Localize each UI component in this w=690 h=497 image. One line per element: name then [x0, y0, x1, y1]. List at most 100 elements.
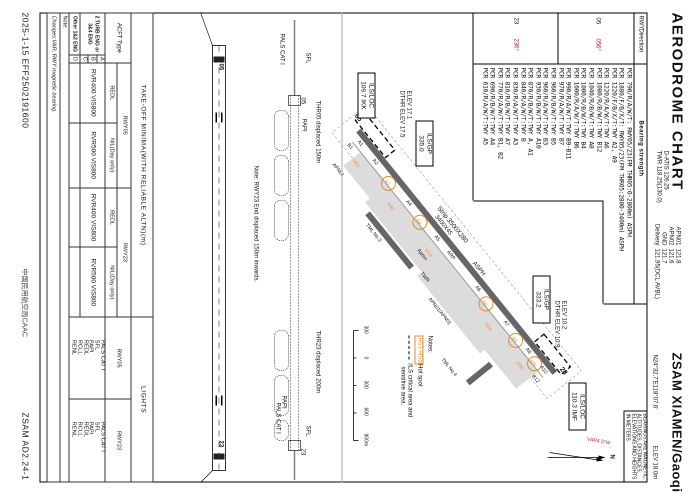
tml4-label: TML No.4 — [439, 357, 457, 378]
ils-gp-05-box: ILS/GP 335.0 — [415, 120, 433, 166]
empty-cell — [68, 122, 80, 188]
changes-row: Changes:VAR, RWY magnetic bearing. — [46, 12, 60, 482]
ils-loc-05-value: 109.7 IKK — [359, 80, 366, 110]
ils-loc-05-box: ILS/LOC 109.7 IKK — [357, 72, 375, 118]
taxiway-label: B1 — [345, 142, 354, 151]
acft-cat-a: A — [96, 54, 105, 63]
taxiway-label: A4 — [404, 199, 413, 208]
ils-loc-05-title: ILS/LOC — [367, 82, 374, 108]
dthr-elev-05: DTHR ELEV 17.5 — [398, 90, 404, 138]
ils-gp-23-value: 333.2 — [534, 290, 541, 308]
terminal-3 — [364, 210, 414, 270]
acft-cat-c: C — [79, 54, 88, 63]
hotspot-circle-label: B2 — [383, 179, 391, 187]
hotspot-circle-label: B6 — [481, 299, 489, 307]
ils-loc-23-value: 110.3 IMF — [570, 391, 577, 421]
lights-rwy05-header: RWY05 — [104, 316, 131, 399]
minima-value: RVR500 VIS800 — [79, 246, 105, 317]
hotspot-label: HS5 — [515, 360, 525, 370]
airport-map: B2 B4 B6 B9 B11 HS1 HS2 HS3 HS4 HS5 Stri… — [330, 104, 582, 399]
empty-cell — [68, 62, 80, 123]
notes-title: Notes: — [426, 335, 432, 353]
ils-area-text-1: :ILS critical area and — [406, 362, 412, 417]
minima-value: RVR500 VIS800 — [79, 122, 105, 188]
scale-tick: 600 — [362, 407, 368, 416]
nil-header: NIL(Day only) — [104, 246, 117, 317]
taxiway-label: A8 — [523, 346, 532, 355]
acft-group-other: Other 1&2 ENG — [68, 12, 80, 55]
minima-value: RVR400 VIS800 — [79, 62, 105, 123]
taxiway-label: A2 — [370, 157, 379, 166]
ils-gp-23-title: ILS/GP — [542, 288, 549, 310]
scale-tick: 300 — [362, 325, 368, 334]
sfl-23-label: SFL — [304, 425, 310, 437]
effective-date: 2025-1-15 EFF2502191600 — [20, 12, 30, 128]
redl-header: REDL — [104, 187, 117, 247]
runway-diagram-23: 23 — [217, 440, 223, 447]
sfl-05-label: SFL — [304, 52, 310, 64]
lights-rwy23-list: PALS CAT I SFL PAPI REDL RCLL RENL — [68, 398, 105, 482]
thr23-displaced-label: THR23 displaced 200m — [314, 330, 320, 393]
acft-type-header: ACFT Type — [104, 12, 131, 63]
ils-gp-05-title: ILS/GP — [425, 132, 432, 154]
ils-gp-23-box: ILS/GP 333.2 — [532, 275, 550, 323]
thr05-displaced-label: THR05 displaced 150m — [314, 100, 320, 163]
scale-bar — [352, 329, 358, 441]
acft-cat-d: D — [68, 54, 80, 63]
pals-05-label: PALS CAT I — [278, 33, 284, 65]
hotspot-label: HS3 — [424, 248, 434, 258]
nil-header: NIL(Day only) — [104, 122, 117, 188]
runway-diagram-05: 05 — [217, 63, 223, 70]
hotspot-text: :Hot spot — [416, 362, 422, 387]
taxiway-label: A6 — [473, 284, 482, 293]
minima-value: RVR400 VIS800 — [79, 187, 105, 247]
parallel-taxiway — [351, 141, 543, 378]
ils-area-symbol — [408, 335, 409, 359]
rwy05-lighting-label: 05 — [299, 97, 305, 104]
page-number: ZSAM AD2.24-1 — [20, 412, 30, 480]
arp-label: ARP — [445, 249, 457, 261]
lights-title: LIGHTS — [130, 316, 153, 482]
acft-group-turb: 2 TURB ENG or 3&4 ENG — [79, 12, 105, 55]
section-divider — [340, 12, 342, 482]
taxiway-label: A7 — [501, 319, 510, 328]
scale-tick: 300 — [362, 380, 368, 389]
terminal-4 — [465, 361, 493, 385]
taxiway-label: A1 — [355, 139, 364, 148]
scale-tick: 0 — [362, 356, 368, 359]
elev-23: ELEV 10.2 — [560, 300, 566, 329]
ils-loc-23-box: ILS/LOC 110.3 IMF — [568, 382, 586, 430]
note-row: Note: — [59, 12, 69, 482]
minima-title: TAKE-OFF MINIMA(WITH RELIABLE ALTN)(m) — [130, 12, 153, 317]
papi-05-label: PAPI — [300, 118, 306, 132]
runway-23-label: 23 — [557, 366, 567, 377]
dthr-elev-23: DTHR ELEV 10.9 — [553, 300, 559, 348]
pals-23-label: PALS CAT I — [274, 402, 280, 434]
hotspot-circle-label: B11 — [529, 358, 538, 367]
ils-area-text-2: sensitive area. — [399, 366, 405, 405]
light-item: RENL — [70, 339, 77, 355]
minima-rwy23-header: RWY23 — [116, 187, 131, 317]
takeoff-minima-table: TAKE-OFF MINIMA(WITH RELIABLE ALTN)(m) L… — [46, 12, 153, 482]
hotspot-symbol: HS1-HS5 — [414, 335, 423, 365]
rwy23-end-note: Note: RWY23 End displaced 150m inwards. — [252, 165, 258, 282]
ils-loc-23-title: ILS/LOC — [578, 393, 585, 419]
runway[interactable] — [355, 128, 557, 375]
north-arrow-icon — [547, 451, 605, 461]
light-item: RENL — [70, 421, 77, 437]
runway-diagram — [211, 44, 226, 471]
lights-rwy23-header: RWY23 — [104, 398, 131, 482]
elev-05: ELEV 17.1 — [405, 90, 411, 119]
ils-gp-05-value: 335.0 — [417, 134, 424, 152]
taxiway-label: A10 — [538, 364, 548, 375]
empty-cell — [68, 246, 80, 317]
authority-label: 中国民用航空局CAAC — [20, 268, 27, 337]
hotspot-label: HS4 — [483, 321, 493, 331]
lights-rwy05-list: PALS CAT I SFL PAPI REDL RCLL RENL — [68, 316, 105, 399]
rwy23-lighting-label: 23 — [299, 448, 305, 455]
minima-rwy05-header: RWY05 — [116, 62, 131, 188]
hotspot-label: HS2 — [386, 201, 396, 211]
scale-tick: 900m — [362, 433, 368, 446]
apron-area — [342, 151, 538, 389]
